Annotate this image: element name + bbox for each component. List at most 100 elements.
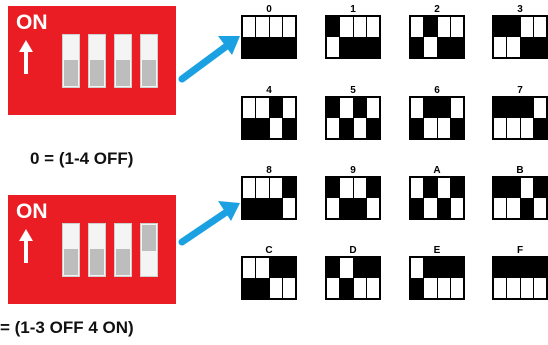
cell-bottom xyxy=(437,278,450,298)
switch-cell-2 xyxy=(256,178,269,218)
switch-cell-4 xyxy=(282,98,295,138)
pattern-0: 0 xyxy=(241,5,297,59)
switch-cell-2 xyxy=(340,98,353,138)
pattern-box xyxy=(409,96,465,140)
cell-top xyxy=(533,258,546,278)
cell-top xyxy=(243,98,256,118)
switch-cell-4 xyxy=(450,17,463,57)
cell-bottom xyxy=(507,198,520,218)
cell-bottom xyxy=(353,118,366,138)
pattern-a: A xyxy=(409,166,465,220)
switch-cell-1 xyxy=(327,178,340,218)
cell-bottom xyxy=(327,118,340,138)
cell-top xyxy=(507,98,520,118)
cell-top xyxy=(437,17,450,37)
cell-top xyxy=(243,178,256,198)
cell-bottom xyxy=(340,118,353,138)
cell-bottom xyxy=(269,37,282,57)
cell-bottom xyxy=(282,198,295,218)
switch-knob xyxy=(142,60,156,86)
switch-cell-1 xyxy=(327,98,340,138)
switch-cell-3 xyxy=(437,178,450,218)
cell-top xyxy=(327,17,340,37)
switch-knob xyxy=(116,60,130,86)
pattern-label: C xyxy=(265,245,273,256)
cell-bottom xyxy=(340,37,353,57)
switch-cell-1 xyxy=(243,17,256,57)
cell-top xyxy=(282,178,295,198)
switch-cell-2 xyxy=(256,17,269,57)
switch-cell-1 xyxy=(494,17,507,57)
switch-cell-1 xyxy=(494,258,507,298)
cell-bottom xyxy=(424,37,437,57)
pattern-box xyxy=(409,15,465,59)
switch-cell-4 xyxy=(366,98,379,138)
switch-cell-2 xyxy=(340,178,353,218)
pattern-1: 1 xyxy=(325,5,381,59)
dip-switch-1 xyxy=(62,34,80,88)
switch-cell-1 xyxy=(327,258,340,298)
pattern-5: 5 xyxy=(325,86,381,140)
cell-top xyxy=(450,258,463,278)
cell-bottom xyxy=(494,278,507,298)
cell-bottom xyxy=(494,198,507,218)
switch-cell-1 xyxy=(411,17,424,57)
switch-cell-4 xyxy=(450,98,463,138)
cell-bottom xyxy=(256,198,269,218)
switch-cell-2 xyxy=(507,178,520,218)
pattern-box xyxy=(241,15,297,59)
cell-bottom xyxy=(366,198,379,218)
pattern-6: 6 xyxy=(409,86,465,140)
cell-top xyxy=(494,258,507,278)
pattern-3: 3 xyxy=(492,5,548,59)
cell-bottom xyxy=(437,198,450,218)
cell-top xyxy=(340,178,353,198)
cell-top xyxy=(533,98,546,118)
cell-top xyxy=(353,17,366,37)
dip-switch-4 xyxy=(140,223,158,277)
cell-bottom xyxy=(437,118,450,138)
pattern-c: C xyxy=(241,246,297,300)
switch-cell-3 xyxy=(437,258,450,298)
cell-top xyxy=(507,178,520,198)
switch-cell-4 xyxy=(366,17,379,57)
cell-bottom xyxy=(353,198,366,218)
cell-top xyxy=(269,258,282,278)
pattern-label: 1 xyxy=(350,4,356,15)
dip-switch-3 xyxy=(114,223,132,277)
pattern-label: 2 xyxy=(434,4,440,15)
cell-top xyxy=(282,258,295,278)
pattern-box xyxy=(492,176,548,220)
switch-knob xyxy=(116,249,130,275)
switch-cell-4 xyxy=(450,178,463,218)
switch-cell-2 xyxy=(507,17,520,57)
cell-bottom xyxy=(411,198,424,218)
cell-bottom xyxy=(366,118,379,138)
switch-knob xyxy=(90,249,104,275)
switch-cell-2 xyxy=(424,98,437,138)
cell-bottom xyxy=(507,37,520,57)
cell-top xyxy=(243,17,256,37)
pattern-label: 3 xyxy=(517,4,523,15)
cell-top xyxy=(411,17,424,37)
switch-cell-1 xyxy=(411,98,424,138)
pattern-label: D xyxy=(349,245,357,256)
cell-top xyxy=(450,17,463,37)
cell-bottom xyxy=(520,198,533,218)
cell-top xyxy=(243,258,256,278)
cell-top xyxy=(340,258,353,278)
cell-bottom xyxy=(327,198,340,218)
switch-cell-1 xyxy=(327,17,340,57)
pattern-box xyxy=(492,256,548,300)
pattern-label: F xyxy=(516,245,524,256)
switch-knob xyxy=(64,60,78,86)
cell-top xyxy=(494,178,507,198)
pattern-box xyxy=(409,256,465,300)
switch-cell-2 xyxy=(424,178,437,218)
switch-cell-3 xyxy=(269,178,282,218)
cell-bottom xyxy=(269,198,282,218)
dip-switch-4 xyxy=(140,34,158,88)
cell-bottom xyxy=(494,118,507,138)
switch-cell-2 xyxy=(256,258,269,298)
